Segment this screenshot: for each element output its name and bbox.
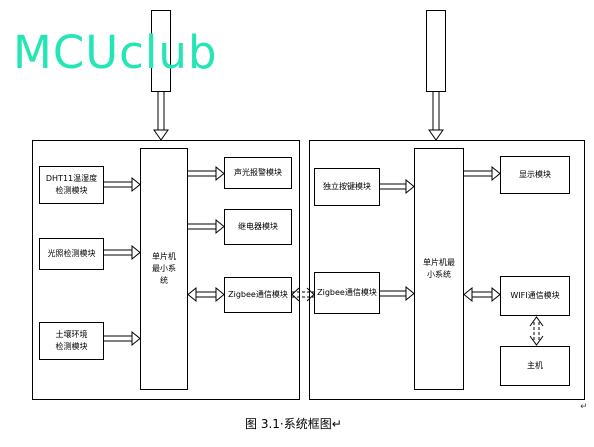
soil-module: 土壤环境检测模块 xyxy=(39,322,104,360)
arrow-mcu-to-buzzer xyxy=(188,165,225,182)
arrow-zigbee-to-mcu-right xyxy=(380,285,415,302)
wifi-host-link xyxy=(529,316,544,346)
arrow-dht11-to-mcu xyxy=(104,176,141,193)
host-module: 主机 xyxy=(500,346,570,386)
left-node-panel xyxy=(32,140,300,400)
buzzer-module-label: 声光报警模块 xyxy=(234,168,282,177)
left-mcu-system: 单片机最小系统 xyxy=(140,148,188,390)
arrow-mcu-to-display xyxy=(464,165,501,182)
right-mcu-system: 单片机最小系统 xyxy=(414,148,464,390)
arrow-mcu-zigbee-bidirectional xyxy=(187,286,225,303)
keys-module-label: 独立按键模块 xyxy=(323,182,371,191)
right-zigbee-module: Zigbee通信模块 xyxy=(314,272,380,314)
dht11-module: DHT11温湿度检测模块 xyxy=(39,166,104,204)
wifi-module-label: WIFI通信模块 xyxy=(510,291,560,300)
top-right-source-box xyxy=(426,10,446,92)
top-right-arrow xyxy=(428,92,444,141)
left-mcu-label: 单片机最小系统 xyxy=(152,252,176,285)
light-module-label: 光照检测模块 xyxy=(47,249,96,258)
relay-module: 继电器模块 xyxy=(224,209,292,245)
arrow-mcu-wifi-bidirectional xyxy=(463,286,501,303)
arrow-keys-to-mcu xyxy=(380,178,415,195)
buzzer-module: 声光报警模块 xyxy=(224,157,292,189)
host-module-label: 主机 xyxy=(527,361,543,370)
dht11-module-label: DHT11温湿度检测模块 xyxy=(45,174,98,195)
display-module: 显示模块 xyxy=(500,156,570,194)
arrow-light-to-mcu xyxy=(104,244,141,261)
right-mcu-label: 单片机最小系统 xyxy=(423,258,455,279)
light-module: 光照检测模块 xyxy=(39,238,104,270)
display-module-label: 显示模块 xyxy=(519,170,551,179)
paragraph-mark: ↵ xyxy=(580,402,588,412)
arrow-soil-to-mcu xyxy=(104,330,141,347)
left-zigbee-module: Zigbee通信模块 xyxy=(224,277,292,313)
right-zigbee-label: Zigbee通信模块 xyxy=(317,288,377,297)
right-node-panel xyxy=(309,140,585,400)
left-zigbee-label: Zigbee通信模块 xyxy=(228,290,288,299)
figure-caption: 图 3.1·系统框图↵ xyxy=(245,417,342,431)
relay-module-label: 继电器模块 xyxy=(238,222,278,231)
soil-module-label: 土壤环境检测模块 xyxy=(55,330,88,351)
mcuclub-watermark: MCUclub xyxy=(13,26,218,79)
wifi-module: WIFI通信模块 xyxy=(500,276,570,316)
top-left-source-box xyxy=(151,10,171,92)
keys-module: 独立按键模块 xyxy=(314,168,380,206)
top-left-arrow xyxy=(153,92,169,141)
arrow-mcu-to-relay xyxy=(188,218,225,235)
